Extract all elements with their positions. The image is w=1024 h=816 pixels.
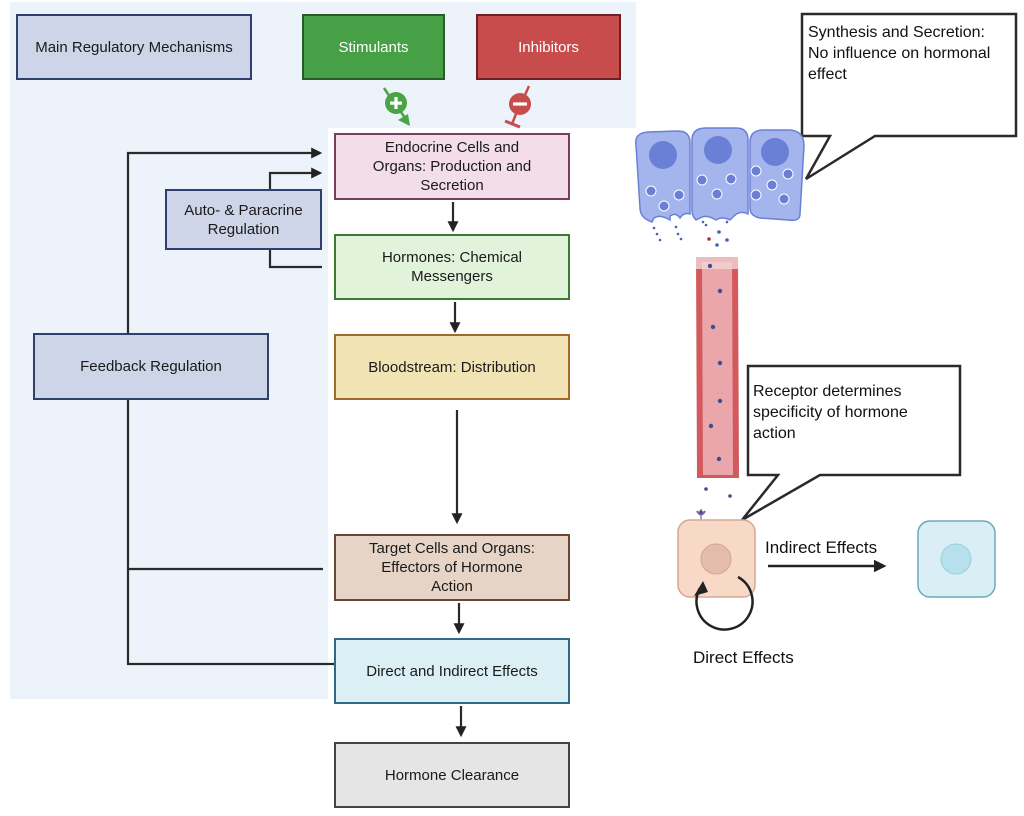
flow-step-bloodstream: Bloodstream: Distribution (334, 334, 570, 400)
auto-paracrine-connector (268, 167, 323, 269)
endocrine-cells-illustration (635, 127, 805, 247)
indirect-effects-label: Indirect Effects (765, 538, 878, 557)
auto-paracrine-regulation-box: Auto- & Paracrine Regulation (165, 189, 322, 250)
inhibitor-minus-icon (504, 85, 531, 129)
stimulants-box: Stimulants (302, 14, 445, 80)
flow-step-clearance: Hormone Clearance (334, 742, 570, 808)
flow-step-target-cells: Target Cells and Organs: Effectors of Ho… (334, 534, 570, 601)
callout-secretion-text: Synthesis and Secretion: No influence on… (808, 24, 991, 83)
flow-step-endocrine: Endocrine Cells and Organs: Production a… (334, 133, 570, 200)
target-cell-illustration (677, 509, 756, 598)
inhibitors-box: Inhibitors (476, 14, 621, 80)
feedback-regulation-box: Feedback Regulation (33, 333, 269, 400)
callout-receptor-bubble (741, 364, 962, 522)
callout-receptor-text: Receptor determines specificity of hormo… (753, 383, 908, 442)
stimulant-plus-icon (382, 87, 410, 126)
main-regulatory-mechanisms-box: Main Regulatory Mechanisms (16, 14, 252, 80)
secondary-cell-illustration (917, 520, 996, 598)
blood-vessel-illustration (696, 257, 739, 498)
flow-step-hormones: Hormones: Chemical Messengers (334, 234, 570, 300)
callout-secretion-bubble (800, 12, 1018, 181)
feedback-connector (126, 147, 336, 666)
flow-step-effects: Direct and Indirect Effects (334, 638, 570, 704)
direct-effect-loop-icon (694, 575, 754, 631)
direct-effects-label: Direct Effects (693, 648, 794, 667)
